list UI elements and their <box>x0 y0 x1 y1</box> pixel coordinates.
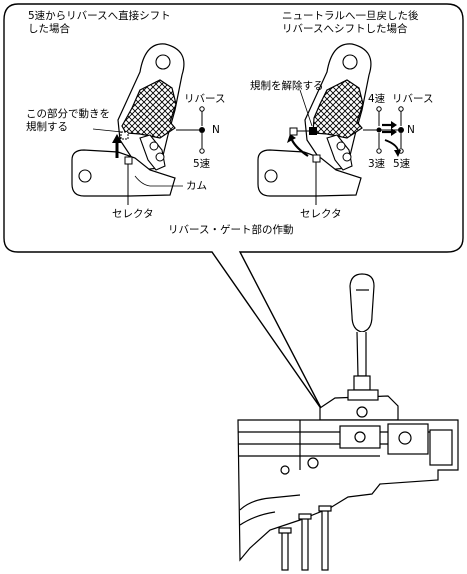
right-fourth-label: 4速 <box>368 93 386 105</box>
left-caption-line1: 5速からリバースへ直接シフト <box>28 10 171 22</box>
right-fifth-label: 5速 <box>393 158 411 170</box>
callout-bubble <box>3 3 464 411</box>
left-restrict-line2: 規制する <box>26 121 68 133</box>
left-cam-label: カム <box>186 180 207 192</box>
right-reverse-label: リバース <box>392 93 434 105</box>
right-release-label: 規制を解除する <box>250 80 324 92</box>
left-restrict-line1: この部分で動きを <box>26 108 110 120</box>
bubble-title: リバース・ゲート部の作動 <box>168 224 294 236</box>
left-n-label: N <box>212 124 220 136</box>
right-caption-line2: リバースへシフトした場合 <box>282 23 408 35</box>
right-caption-line1: ニュートラルへ一旦戻した後 <box>282 10 419 22</box>
left-caption-line2: した場合 <box>28 23 70 35</box>
left-reverse-label: リバース <box>184 93 226 105</box>
shifter-assembly <box>237 273 459 571</box>
right-selector-label: セレクタ <box>300 208 342 220</box>
left-selector-label: セレクタ <box>112 208 154 220</box>
right-mechanism <box>257 43 404 205</box>
left-fifth-label: 5速 <box>193 158 211 170</box>
right-n-label: N <box>407 124 415 136</box>
left-mechanism <box>71 43 205 205</box>
right-third-label: 3速 <box>368 158 386 170</box>
